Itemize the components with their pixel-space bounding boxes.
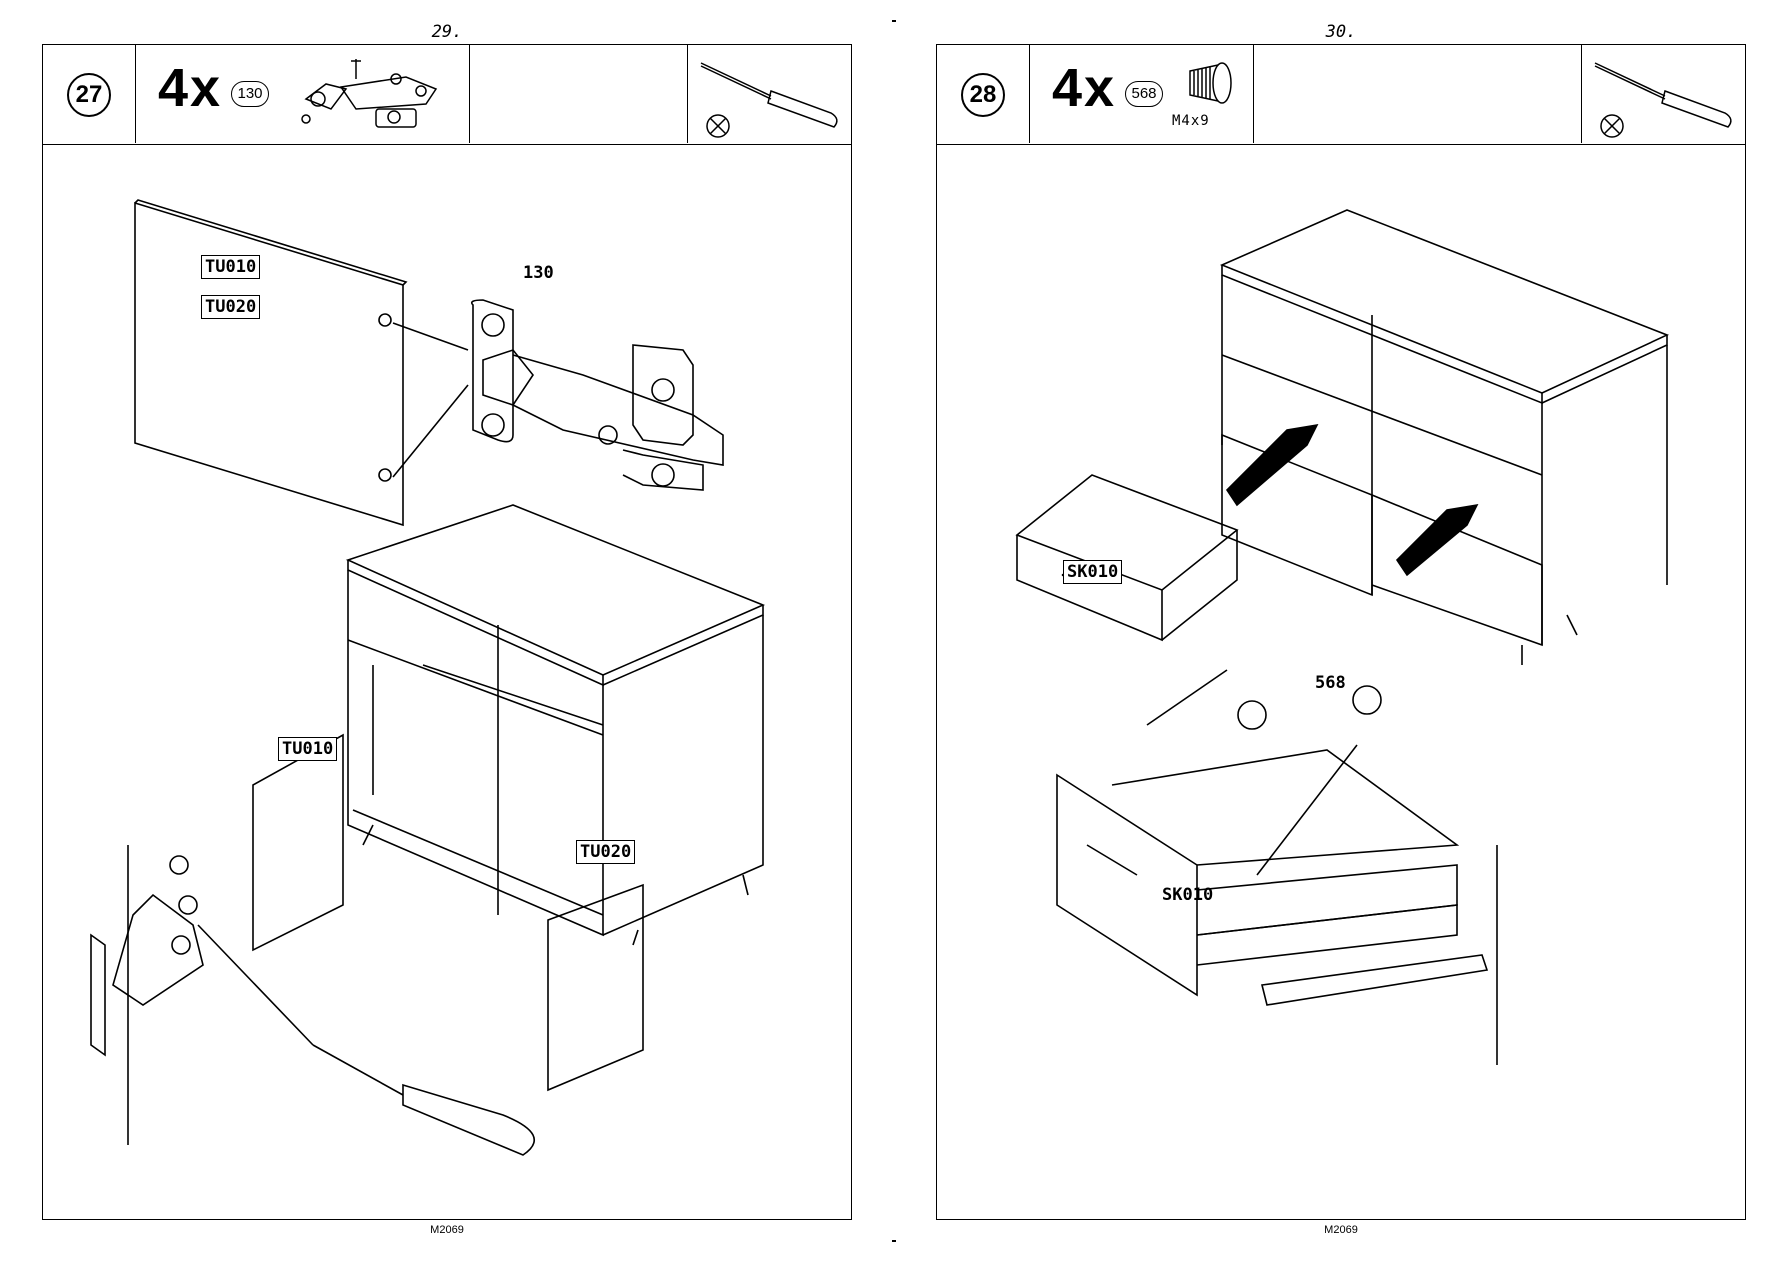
footer-code: M2069 [430, 1224, 464, 1236]
footer-code: M2069 [1324, 1224, 1358, 1236]
parts-cell: 4x 130 [136, 45, 470, 143]
cabinet-door-label-tu020: TU020 [576, 840, 636, 864]
step-number-cell: 28 [937, 45, 1030, 143]
drawer-label-top: SK010 [1063, 560, 1123, 584]
fold-mark-top [892, 20, 896, 22]
quantity: 4x [158, 58, 223, 118]
step-frame: 27 4x 130 [42, 44, 852, 1220]
hinge-callout: 130 [523, 263, 554, 283]
step-frame: 28 4x 568 M4x9 [936, 44, 1746, 1220]
step-header: 27 4x 130 [43, 45, 851, 145]
screwdriver-icon [700, 62, 838, 138]
step-number-cell: 27 [43, 45, 136, 143]
tool-cell [1582, 45, 1747, 143]
fold-mark-bottom [892, 1240, 896, 1242]
page-left: 29. 27 4x 130 [42, 22, 852, 1236]
screw-callout: 568 [1315, 673, 1346, 693]
page-number: 30. [1325, 22, 1357, 42]
blank-cell [470, 45, 688, 143]
drawer-assembly-illustration [1015, 209, 1670, 1065]
door-label-tu020: TU020 [201, 295, 261, 319]
screw-size: M4x9 [1172, 113, 1210, 129]
quantity: 4x [1052, 58, 1117, 118]
part-number: 130 [231, 81, 269, 107]
blank-cell [1254, 45, 1582, 143]
tool-cell [688, 45, 853, 143]
door-label-tu010: TU010 [201, 255, 261, 279]
page-right: 30. 28 4x 568 M4x9 [894, 0, 1788, 1263]
hinge-icon [301, 59, 438, 128]
page-number: 29. [431, 22, 463, 42]
screwdriver-icon [1594, 62, 1732, 138]
screw-icon [1189, 62, 1232, 104]
part-number: 568 [1125, 81, 1163, 107]
parts-cell: 4x 568 M4x9 [1030, 45, 1254, 143]
hinge-assembly-illustration [90, 199, 766, 1156]
step-header: 28 4x 568 M4x9 [937, 45, 1745, 145]
step-number: 27 [67, 73, 111, 117]
step-number: 28 [961, 73, 1005, 117]
drawer-label-bottom: SK010 [1162, 885, 1214, 905]
cabinet-door-label-tu010: TU010 [278, 737, 338, 761]
